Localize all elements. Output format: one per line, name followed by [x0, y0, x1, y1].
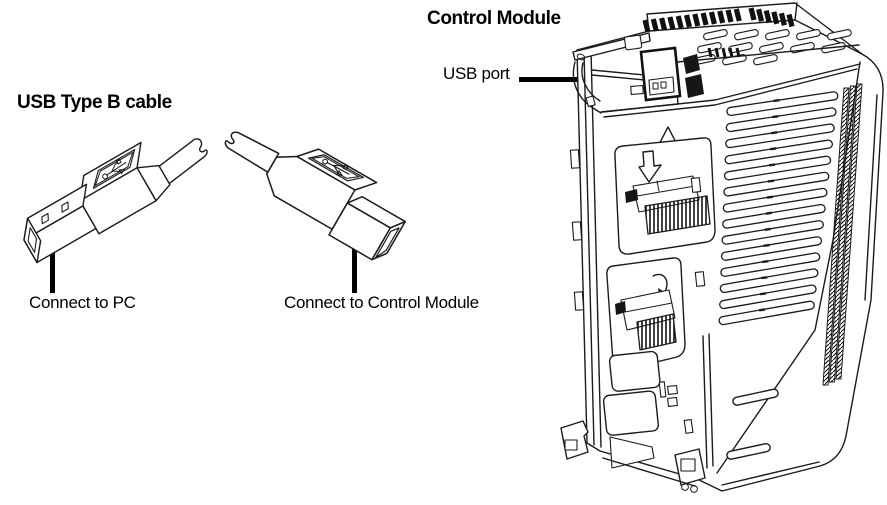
usb-port-label: USB port: [443, 64, 510, 83]
down-arrow-icon: [638, 150, 662, 183]
top-vent-fins: [642, 8, 742, 33]
usb-type-b-plug-illustration: [224, 131, 406, 261]
top-face-dark-slots: [707, 47, 741, 58]
blank-label: [608, 350, 661, 392]
control-module-illustration: [560, 2, 884, 493]
front-vent-louvers: [718, 91, 839, 326]
connect-to-pc-label: Connect to PC: [29, 293, 136, 312]
usb-cable-heading: USB Type B cable: [17, 92, 172, 113]
lower-terminal-cutout: [606, 257, 686, 372]
connect-to-control-module-label: Connect to Control Module: [284, 293, 479, 312]
upper-terminal-cutout: [614, 137, 716, 255]
control-module-heading: Control Module: [427, 8, 561, 29]
blank-label: [602, 390, 660, 436]
side-slot: [732, 388, 779, 406]
usb-trident-icon: [102, 158, 127, 180]
side-slot: [726, 442, 771, 460]
corner-vent-slats: [822, 83, 863, 386]
usb-type-a-plug-illustration: [23, 138, 208, 264]
mounting-feet: [560, 420, 820, 493]
top-vent-fins: [748, 7, 795, 28]
usb-trident-icon: [322, 158, 350, 176]
control-module-leader-line: [352, 217, 357, 293]
